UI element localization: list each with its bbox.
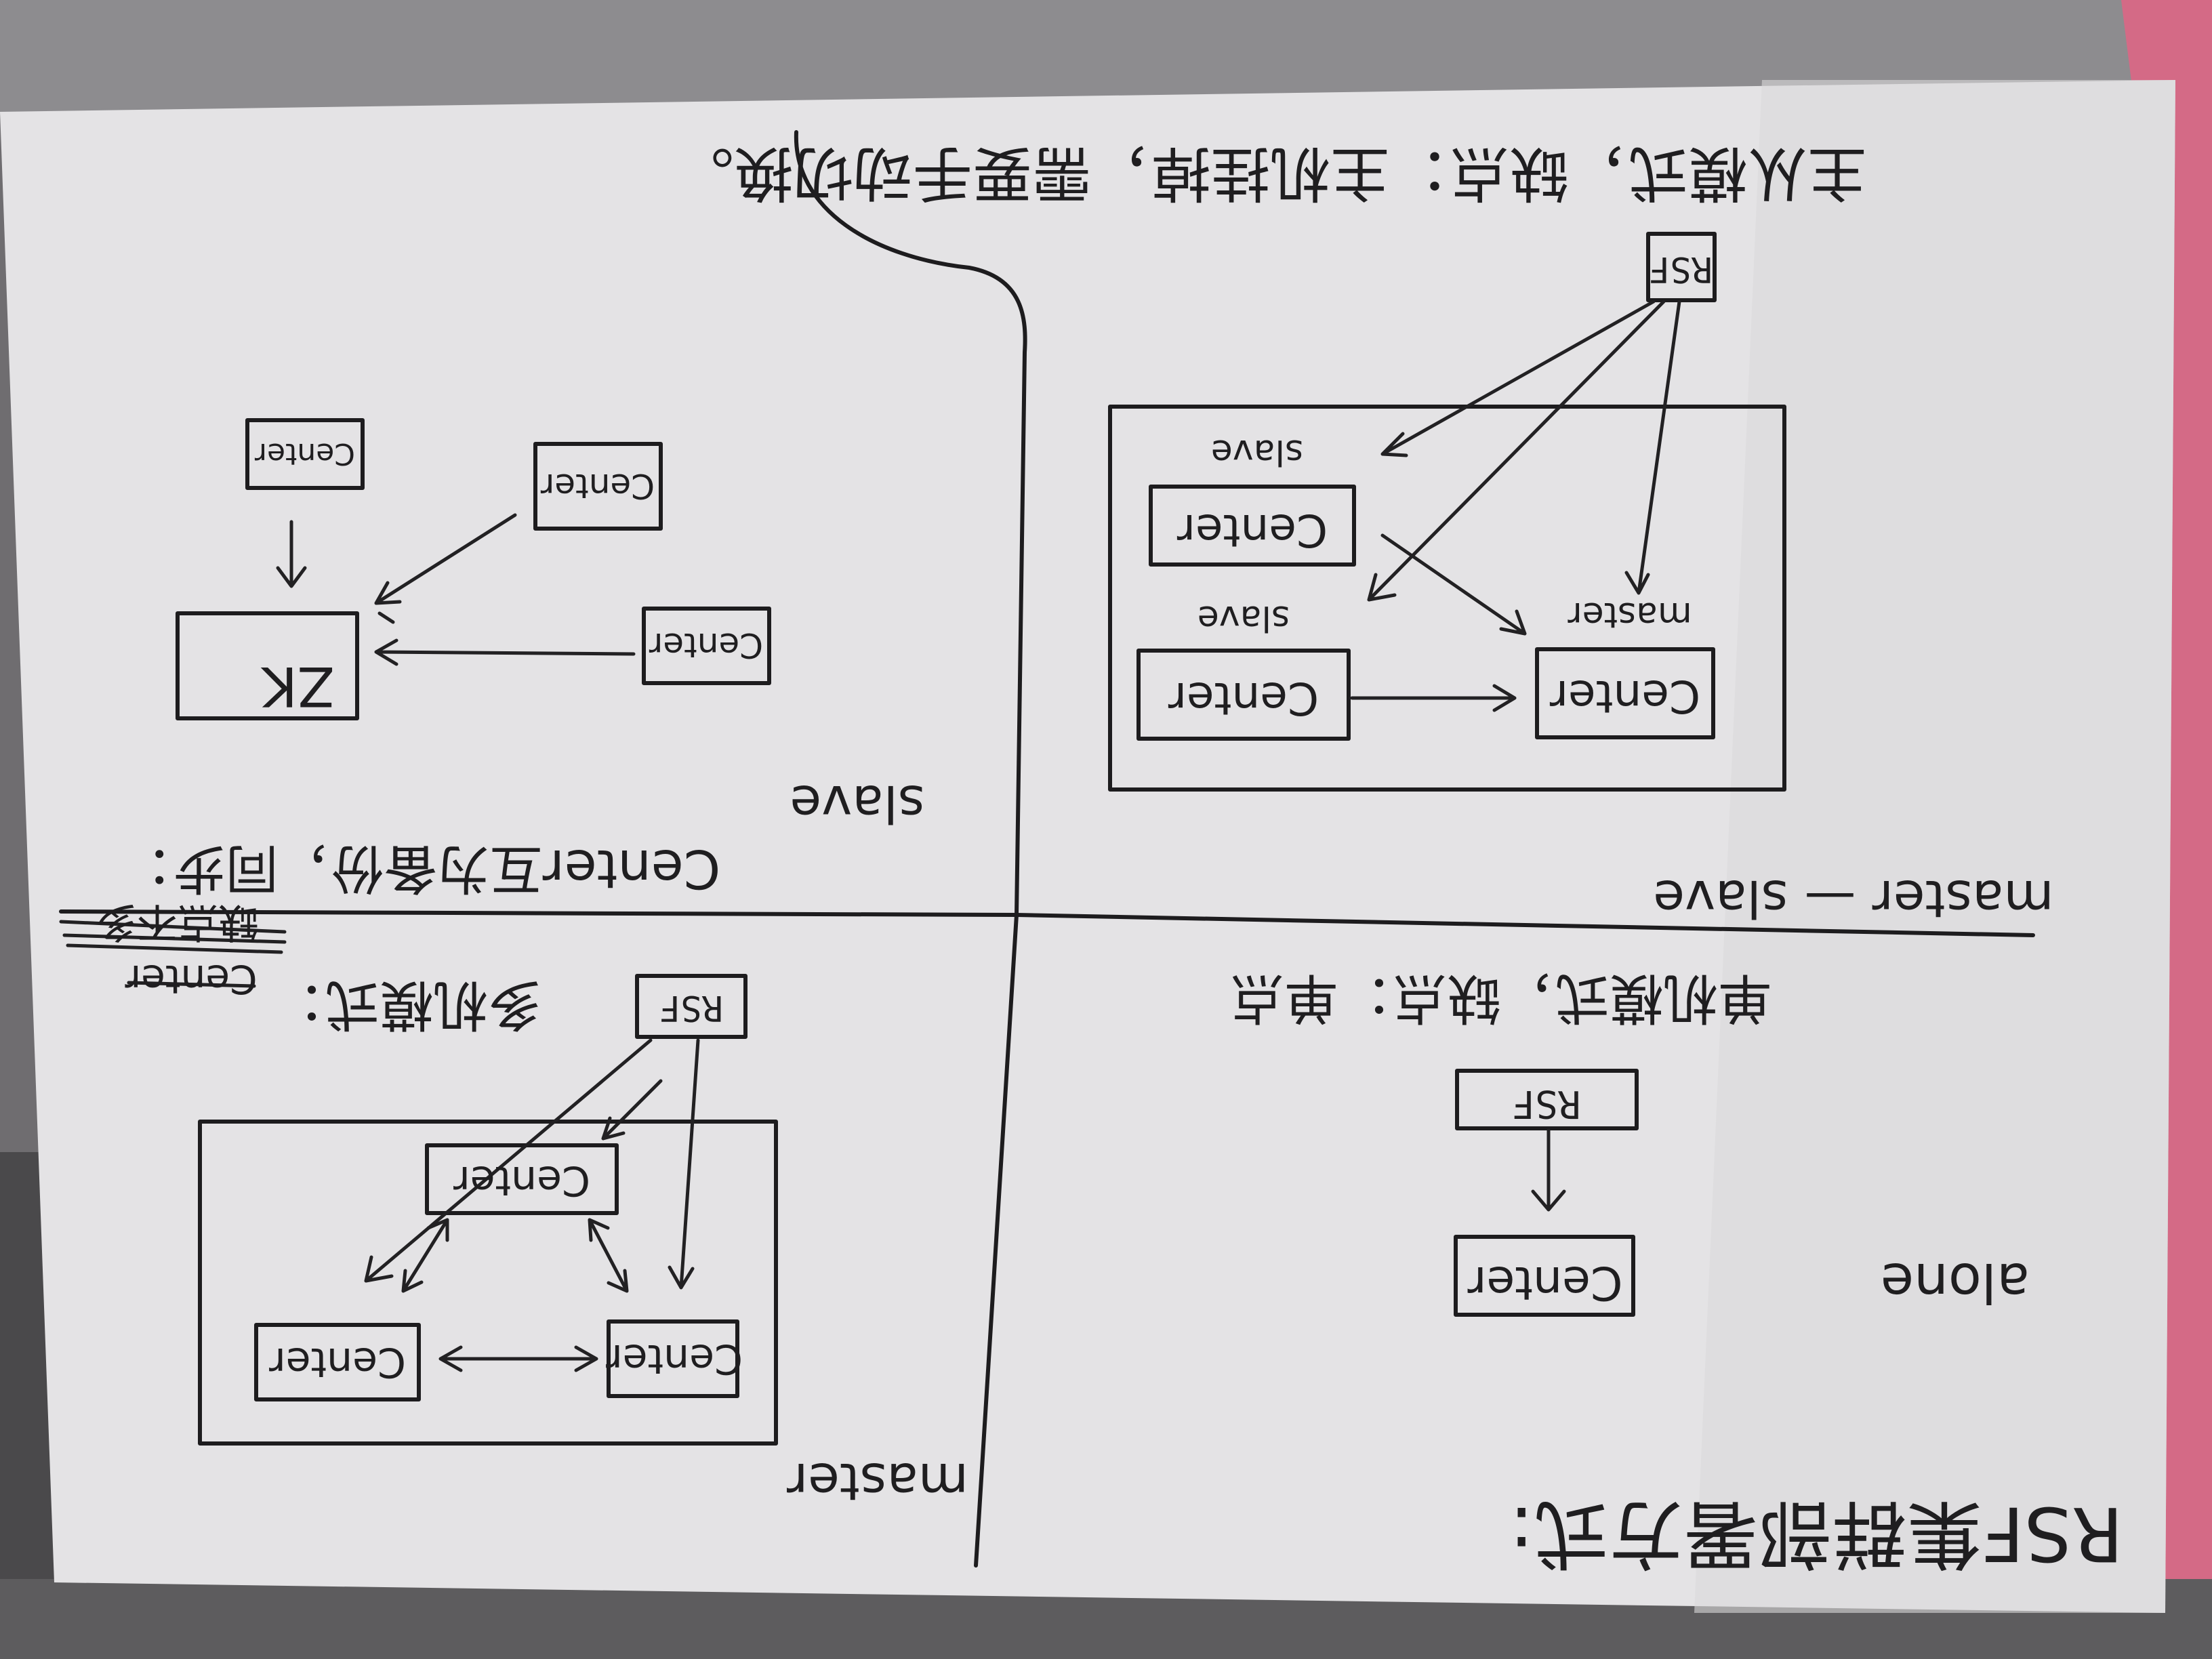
m-center-label-top: Center [453, 1157, 590, 1204]
master-slave-note: 主从模式，缺点：主机挂掉，需要手动切换。 [674, 138, 1867, 208]
alone-center-label: Center [1468, 1256, 1623, 1309]
m-arrow-top-right [588, 1218, 629, 1293]
slave-quadrant [176, 418, 771, 720]
s-center-label-right: Center [649, 626, 763, 665]
ms-arrow-rsf-to-slave1 [1380, 300, 1656, 457]
zk-label: ZK [260, 655, 335, 718]
m-center-box-top [425, 1143, 619, 1215]
master-struck-note-2: Center [125, 956, 257, 1002]
alone-center-box [1454, 1235, 1635, 1317]
ms-arrow-rsf-to-slave2 [1367, 300, 1666, 602]
divider-horizontal [59, 909, 2035, 937]
m-arrow-left-right [438, 1345, 598, 1372]
m-arrow-rsf-to-top [601, 1079, 663, 1141]
master-slave-label: master — slave [1653, 869, 2053, 929]
s-arrow-top-to-zk [276, 520, 307, 588]
m-rsf-box [635, 974, 747, 1039]
page-title: RSF集群部署方式: [1509, 1490, 2124, 1577]
m-arrow-rsf-to-right [668, 1038, 700, 1290]
ms-rsf-label: RSF [1649, 249, 1713, 289]
ms-master-center-box [1535, 647, 1715, 739]
ms-rsf-box [1646, 232, 1717, 302]
alone-label: alone [1881, 1251, 2030, 1314]
paper-shade [1694, 80, 2175, 1613]
zk-box [176, 611, 359, 720]
m-arrow-top-left [401, 1218, 449, 1293]
ms-slave-label-2: slave [1197, 598, 1290, 638]
s-arrow-right-to-zk [374, 638, 636, 666]
s-center-label-top: Center [254, 436, 355, 471]
ms-arrow-rsf-to-master [1624, 300, 1681, 595]
pink-cloth [2067, 0, 2212, 1659]
s-center-box-top [245, 418, 365, 490]
ms-master-label: master [1568, 594, 1692, 635]
m-center-box-right [607, 1319, 739, 1398]
ms-slave-center-box-1 [1149, 485, 1356, 567]
m-center-box-left [254, 1323, 421, 1401]
strike-scribble-1 [59, 920, 287, 954]
ms-arrow-slave2-to-master [1350, 684, 1517, 712]
alone-note: 单机模式，缺点：单点 [1230, 966, 1772, 1029]
alone-rsf-box [1455, 1069, 1639, 1130]
master-note: 多机模式： [271, 973, 542, 1036]
slave-note: Center互为备份，同步： [120, 838, 721, 899]
s-center-box-top-right [533, 442, 663, 531]
m-center-label-left: Center [269, 1338, 406, 1386]
slave-label: slave [790, 774, 924, 834]
alone-arrow-rsf-to-center [1531, 1128, 1566, 1212]
s-center-box-right [642, 607, 771, 685]
ms-cluster-box [1108, 405, 1786, 792]
m-cluster-box [198, 1120, 778, 1446]
paper-sheet [0, 80, 2175, 1613]
ms-slave-center-label-2: Center [1168, 672, 1319, 724]
master-struck-note-1: 缺点不多 [96, 898, 259, 945]
m-center-label-right: Center [606, 1335, 743, 1382]
master-quadrant [198, 974, 778, 1446]
alone-quadrant [1454, 1069, 1639, 1317]
strike-scribble-2 [127, 981, 256, 988]
ms-slave-center-label-1: Center [1176, 504, 1328, 556]
ms-arrow-slave1-to-master [1380, 533, 1527, 636]
s-center-label-top-right: Center [540, 466, 655, 506]
ms-slave-label-1: slave [1211, 432, 1303, 472]
m-arrow-rsf-to-left [364, 1038, 653, 1283]
ms-master-center-label: Center [1549, 670, 1700, 722]
ms-slave-center-box-2 [1136, 649, 1351, 741]
s-arrow-zk-mark [377, 611, 395, 624]
master-slave-quadrant [1108, 232, 1786, 792]
s-arrow-topright-to-zk [374, 513, 517, 605]
alone-rsf-label: RSF [1512, 1082, 1580, 1126]
divider-vertical [794, 130, 1027, 1568]
m-rsf-label: RSF [659, 987, 723, 1028]
master-label: master [786, 1452, 968, 1512]
